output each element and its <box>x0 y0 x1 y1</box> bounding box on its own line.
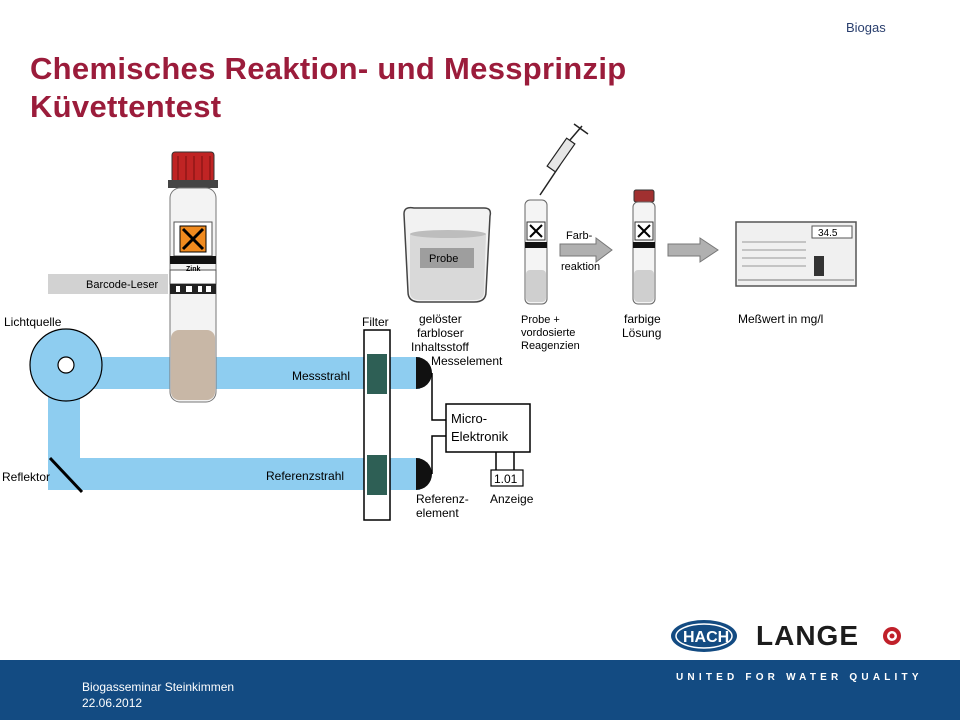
brand-tagline: UNITED FOR WATER QUALITY <box>676 672 923 683</box>
step2-line2: vordosierte <box>521 327 575 339</box>
footer-date: 22.06.2012 <box>82 696 143 710</box>
colored-vial <box>632 189 656 305</box>
lange-logo-text: LANGE <box>756 620 859 651</box>
filter-label: Filter <box>362 315 389 329</box>
screen-value: 34.5 <box>818 228 838 239</box>
step1-line2: farbloser <box>417 326 464 340</box>
measuring-beam-label: Messstrahl <box>292 369 350 383</box>
title-line-2: Küvettentest <box>30 89 222 124</box>
reference-beam-label: Referenzstrahl <box>266 469 344 483</box>
title-line-1: Chemisches Reaktion- und Messprinzip <box>30 51 627 86</box>
vial-label: Zink <box>186 266 200 273</box>
hach-logo-text: HACH <box>683 629 729 646</box>
step1-line3: Inhaltsstoff <box>411 340 469 354</box>
reflector-label: Reflektor <box>2 470 50 484</box>
measuring-element-icon <box>416 357 432 389</box>
reference-element-label-2: element <box>416 506 459 520</box>
sample-vial <box>524 199 548 305</box>
light-source-icon <box>29 328 103 402</box>
beaker-icon: Probe <box>403 206 492 303</box>
beaker-label: Probe <box>429 253 458 265</box>
filter-block-bottom <box>367 455 387 495</box>
barcode-reader-label: Barcode-Leser <box>86 279 158 291</box>
arrow-2-icon <box>667 237 719 263</box>
step3-line1: farbige <box>624 312 661 326</box>
arrow-label-1: Farb- <box>566 230 593 242</box>
display-box <box>490 469 524 487</box>
wiring <box>431 373 515 474</box>
display-label: Anzeige <box>490 492 534 506</box>
page-title: Chemisches Reaktion- und Messprinzip Küv… <box>30 50 626 126</box>
display-value: 1.01 <box>494 472 518 486</box>
light-source-label: Lichtquelle <box>4 315 62 329</box>
arrow-label-2: reaktion <box>561 261 600 273</box>
step4-label: Meßwert in mg/l <box>738 312 823 326</box>
micro-electronics-label-1: Micro- <box>451 411 487 426</box>
measuring-element-label: Messelement <box>431 354 503 368</box>
hach-lange-logo: HACH <box>671 620 901 652</box>
reference-element-icon <box>416 458 432 490</box>
barcode-reader-bar <box>48 274 168 294</box>
reflector-icon <box>48 456 84 494</box>
micro-electronics-label-2: Elektronik <box>451 429 509 444</box>
cuvette-vial: Zink <box>168 151 218 403</box>
step1-line1: gelöster <box>419 312 462 326</box>
reference-element-label-1: Referenz- <box>416 492 469 506</box>
footer-bar <box>0 660 960 720</box>
filter-block-top <box>367 354 387 394</box>
instrument-screen: 34.5 <box>735 221 857 287</box>
topic-label: Biogas <box>846 20 886 35</box>
footer-event: Biogasseminar Steinkimmen <box>82 680 235 694</box>
step2-line3: Reagenzien <box>521 340 580 352</box>
step2-line1: Probe + <box>521 314 560 326</box>
micro-electronics-box <box>445 403 531 453</box>
arrow-1-icon <box>559 237 613 263</box>
syringe-icon <box>539 123 589 196</box>
step3-line2: Lösung <box>622 326 661 340</box>
